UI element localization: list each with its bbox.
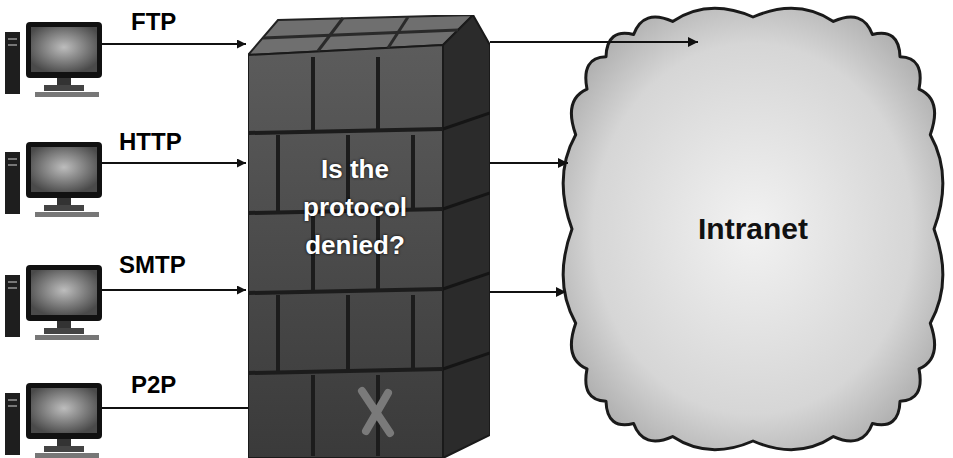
intranet-cloud: Intranet	[558, 3, 948, 455]
cloud-label: Intranet	[653, 211, 853, 247]
input-arrow	[100, 43, 246, 45]
flow-arrow	[490, 162, 568, 164]
protocol-label: SMTP	[119, 251, 186, 279]
input-arrow	[100, 162, 246, 164]
protocol-label: FTP	[131, 8, 176, 36]
computer-icon	[5, 22, 102, 97]
protocol-label: P2P	[131, 371, 176, 399]
protocol-label: HTTP	[119, 128, 182, 156]
flow-arrow	[490, 41, 698, 43]
firewall-question: Is the protocol denied?	[280, 150, 430, 264]
computer-icon	[5, 265, 102, 340]
flow-arrow	[490, 291, 566, 293]
blocked-x-mark	[362, 391, 390, 433]
computer-icon	[5, 142, 102, 217]
input-arrow	[100, 289, 246, 291]
computer-icon	[5, 383, 102, 458]
brick-firewall: Is the protocol denied?	[248, 15, 490, 458]
